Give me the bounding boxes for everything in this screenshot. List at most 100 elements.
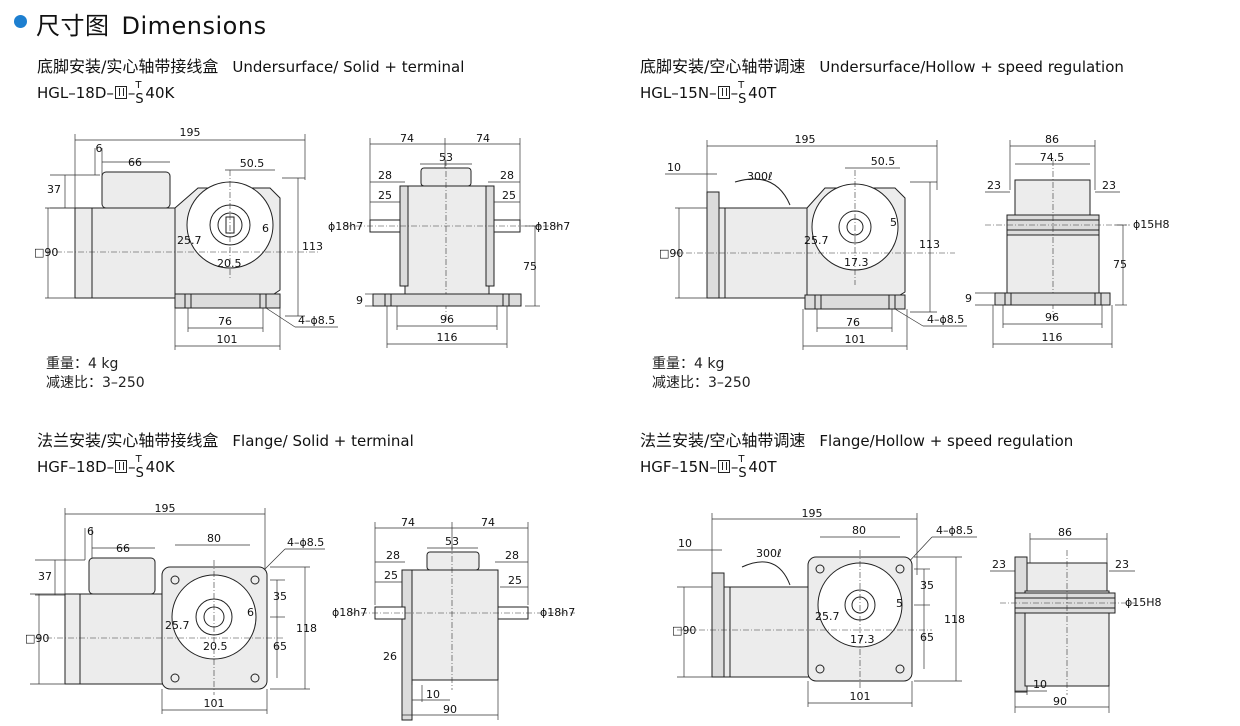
dim-label: 9 [965,292,972,305]
dim-label: 75 [523,260,537,273]
dim-label: 25 [508,574,522,587]
dim-label: 195 [155,502,176,515]
dim-label: 10 [678,537,692,550]
dim-label: 23 [1102,179,1116,192]
mount-hole [815,664,825,674]
dim-label: 300ℓ [756,547,782,560]
leader-line [894,308,924,327]
model-prefix: HGL–15N– [640,84,717,102]
dim-label: 28 [386,549,400,562]
dim-label: 66 [116,542,130,555]
leader-line [265,307,296,328]
dim-label: ϕ15H8 [1133,218,1170,231]
dim-label: □90 [25,632,49,645]
dim-label: 37 [47,183,61,196]
cable [734,178,791,206]
dim-label: 113 [919,238,940,251]
drawing-hgf-18d-front: 74 74 53 28 28 25 25 ϕ18h7 ϕ18h7 26 10 9… [332,516,575,721]
dim-label: 74.5 [1040,151,1065,164]
mount-hole [250,575,260,585]
dim-label: 10 [1033,678,1047,691]
dim-label: 74 [476,132,490,145]
gearbox-housing [407,569,499,681]
foot-hole [1004,292,1012,306]
dim-label: 80 [852,524,866,537]
model-suffix: 40K [145,84,175,102]
section-title-cn: 底脚安装/空心轴带调速 [640,57,806,76]
mount-hole [895,564,905,574]
model-s: S [135,92,144,107]
model-prefix: HGL–18D– [37,84,114,102]
model-s: S [135,466,144,481]
section-title-en: Undersurface/Hollow + speed regulation [819,58,1124,76]
dim-label: 66 [128,156,142,169]
flange-plate-side [401,569,413,721]
dim-label: 5 [890,216,897,229]
dim-label: 25 [502,189,516,202]
dim-label: ϕ18h7 [540,606,575,619]
specs-hgl-18d: 重量：4 kg 减速比：3–250 [46,355,145,393]
dim-label: 116 [1042,331,1063,344]
dim-label: 96 [1045,311,1059,324]
dim-label: 53 [439,151,453,164]
section-title-cn: 法兰安装/实心轴带接线盒 [37,431,219,450]
dim-label: 195 [180,126,201,139]
dim-label: 28 [505,549,519,562]
shaft-left [374,606,406,620]
model-t: T [135,80,142,91]
model-s: S [738,92,747,107]
dim-label: 65 [273,640,287,653]
drawing-hgl-18d-front: 74 74 53 28 28 25 25 ϕ18h7 ϕ18h7 75 9 96… [328,132,570,348]
dim-label: 25.7 [815,610,840,623]
drawing-hgl-15n-side: 195 10 300ℓ 50.5 □90 113 25.7 5 17.3 76 … [659,133,967,350]
mount-hole [170,575,180,585]
dim-label: □90 [672,624,696,637]
section-title-en: Flange/Hollow + speed regulation [819,432,1074,450]
dim-label: 4–ϕ8.5 [298,314,335,327]
motor-body [711,586,813,678]
foot-base [372,293,522,307]
dim-label: 20.5 [203,640,228,653]
spec-ratio: 减速比：3–250 [652,375,751,391]
dim-label: 6 [96,142,103,155]
dim-label: 25 [384,569,398,582]
section-title-en: Flange/ Solid + terminal [232,432,414,450]
foot-hole [384,293,392,307]
section-title-hgf-18d: 法兰安装/实心轴带接线盒 Flange/ Solid + terminal [37,427,414,451]
mount-hole [170,673,180,683]
dim-label: 23 [992,558,1006,571]
page-title-en: Dimensions [121,12,267,40]
dim-label: 6 [87,525,94,538]
dim-label: 195 [802,507,823,520]
dim-label: 23 [1115,558,1129,571]
foot-base [804,294,906,310]
dim-label: 4–ϕ8.5 [927,313,964,326]
dim-label: □90 [34,246,58,259]
model-suffix: 40T [748,458,777,476]
terminal-box [426,551,480,571]
box-icon [114,86,127,99]
model-prefix: HGF–18D– [37,458,115,476]
dim-label: 74 [400,132,414,145]
dim-label: 9 [356,294,363,307]
dim-label: 23 [987,179,1001,192]
drawing-hgf-15n-side: 195 10 300ℓ 80 4–ϕ8.5 □90 35 118 65 25.7… [672,507,977,707]
dim-label: 25 [378,189,392,202]
motor-top [1014,179,1091,219]
dim-label: 90 [443,703,457,716]
flange-left [399,185,409,287]
flange-right [485,185,495,287]
mount-hole [250,673,260,683]
dim-label: 96 [440,313,454,326]
model-t: T [738,454,745,465]
section-title-cn: 法兰安装/空心轴带调速 [640,431,806,450]
dim-label: 10 [426,688,440,701]
model-suffix: 40T [748,84,777,102]
gearbox-housing [404,185,490,297]
mount-hole [815,564,825,574]
dim-label: 74 [401,516,415,529]
